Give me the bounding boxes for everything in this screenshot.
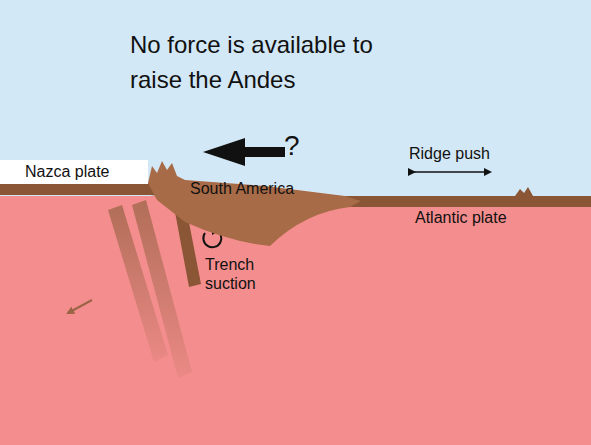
continent-outline xyxy=(145,160,361,252)
atlantic-plate xyxy=(330,187,591,207)
sky xyxy=(0,0,591,200)
force-arrow xyxy=(243,147,285,157)
question-mark: ? xyxy=(284,130,300,162)
continent-label: South America xyxy=(190,180,294,198)
force-arrow-head xyxy=(203,138,245,166)
mantle xyxy=(0,196,591,445)
slab-motion-arrow xyxy=(68,300,92,313)
force-label: Trench suction xyxy=(205,255,280,293)
continent-shape: South America xyxy=(145,160,361,252)
plate-label: Atlantic plate xyxy=(415,209,507,227)
force-label: Ridge push xyxy=(409,145,490,163)
diagram-title: No force is available to raise the Andes xyxy=(130,27,395,97)
plate-label: Nazca plate xyxy=(0,160,148,184)
ridge-push-arrow xyxy=(414,171,490,173)
